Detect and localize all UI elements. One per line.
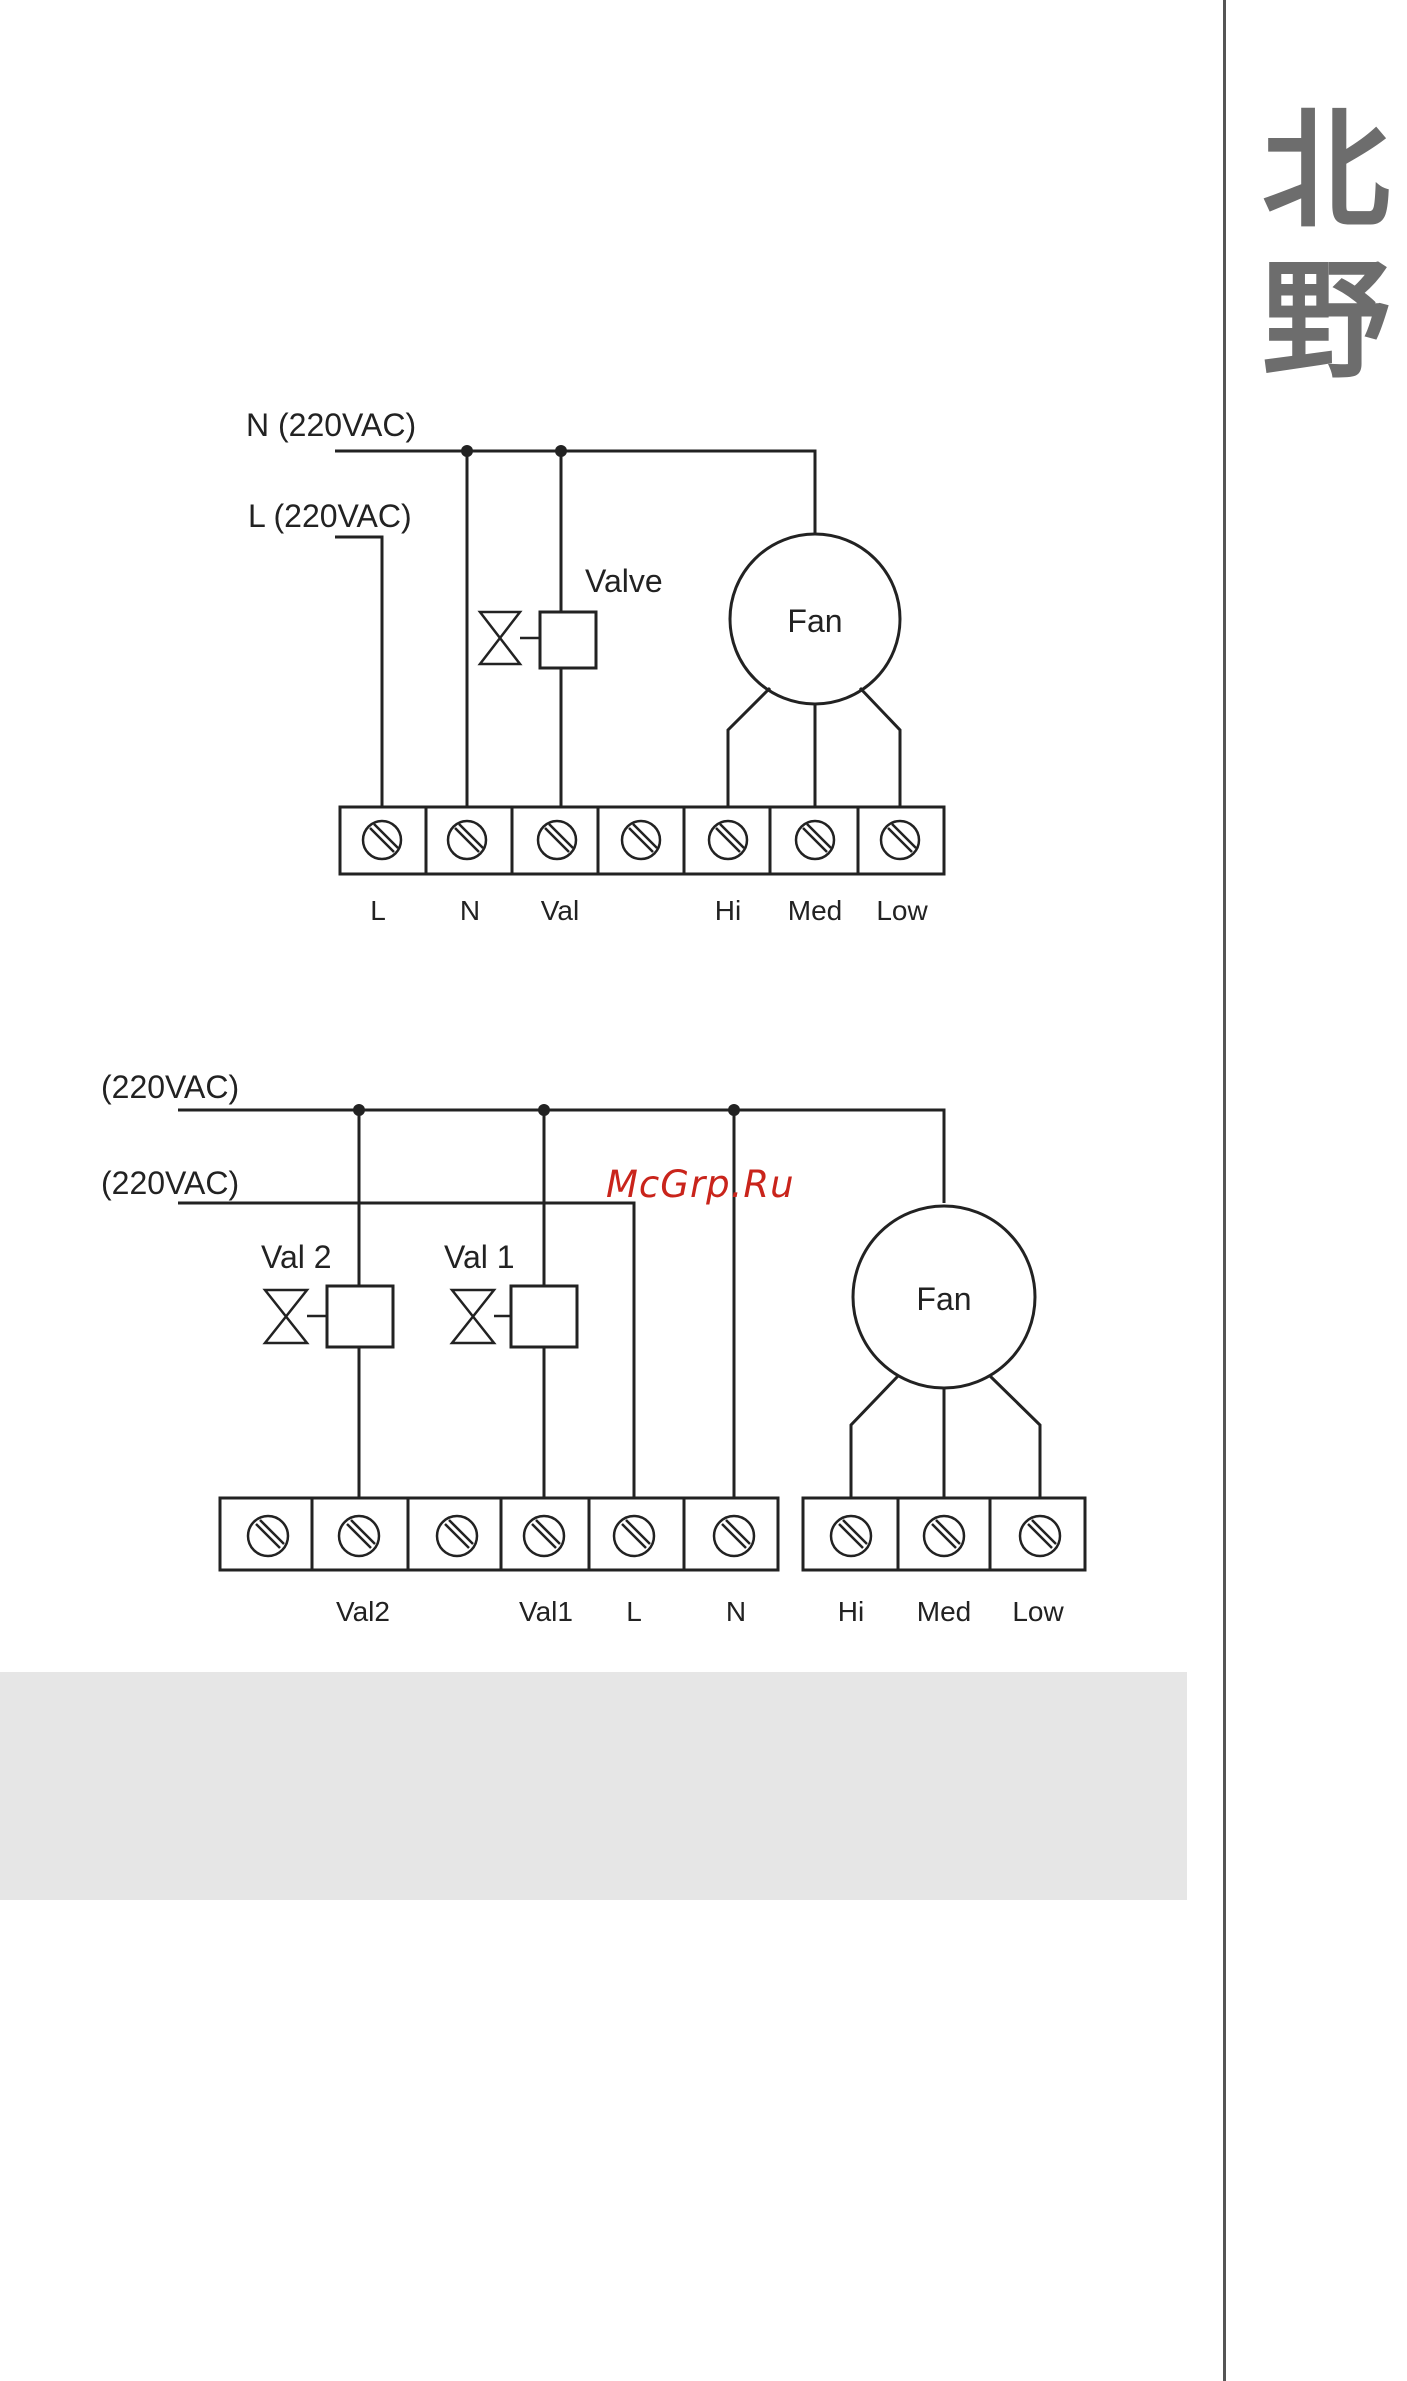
terminal-strip-left [220, 1498, 778, 1570]
terminal-label-val2: Val2 [336, 1596, 390, 1627]
brand-char-2: 野 [1262, 246, 1402, 396]
terminal-label-l: L [370, 895, 386, 926]
l-supply-label: L (220VAC) [248, 498, 412, 534]
valve-1-symbol [452, 1286, 577, 1347]
terminal-label-low: Low [1012, 1596, 1064, 1627]
terminal-labels: L N Val Hi Med Low [370, 895, 928, 926]
n-supply-label: N (220VAC) [246, 407, 416, 443]
terminal-label-med: Med [788, 895, 842, 926]
fan-label: Fan [787, 603, 842, 639]
gray-band [0, 1672, 1187, 1900]
valve-label: Valve [585, 563, 663, 599]
fan-label: Fan [916, 1281, 971, 1317]
terminal-label-low: Low [876, 895, 928, 926]
upper-bus-wire [178, 1110, 944, 1203]
terminal-label-val: Val [541, 895, 579, 926]
wiring-diagram-dual-valve: (220VAC) (220VAC) Val 2 [101, 1069, 1085, 1627]
valve-1-label: Val 1 [444, 1239, 515, 1275]
fan-low-wire [990, 1376, 1040, 1498]
valve-2-label: Val 2 [261, 1239, 332, 1275]
terminal-label-med: Med [917, 1596, 971, 1627]
terminal-label-hi: Hi [838, 1596, 864, 1627]
watermark-text: McGrp.Ru [606, 1163, 795, 1206]
terminal-strip-right [803, 1498, 1085, 1570]
brand-char-1: 北 [1262, 96, 1402, 246]
sidebar-divider [1223, 0, 1226, 2381]
valve-symbol [480, 612, 596, 668]
lower-bus-wire [178, 1203, 634, 1498]
terminal-label-n: N [726, 1596, 746, 1627]
live-wire [335, 537, 382, 807]
terminal-label-val1: Val1 [519, 1596, 573, 1627]
brand-mark: 北 野 [1262, 96, 1402, 396]
terminal-labels: Val2 Val1 L N Hi Med Low [336, 1596, 1064, 1627]
terminal-label-hi: Hi [715, 895, 741, 926]
fan-hi-wire [728, 688, 770, 807]
valve-2-symbol [265, 1286, 393, 1347]
wiring-diagram-single-valve: N (220VAC) L (220VAC) Valve Fan [246, 407, 944, 926]
terminal-label-n: N [460, 895, 480, 926]
terminal-label-l: L [626, 1596, 642, 1627]
fan-low-wire [860, 688, 900, 807]
fan-hi-wire [851, 1376, 898, 1498]
supply-label-1: (220VAC) [101, 1069, 239, 1105]
supply-label-2: (220VAC) [101, 1165, 239, 1201]
